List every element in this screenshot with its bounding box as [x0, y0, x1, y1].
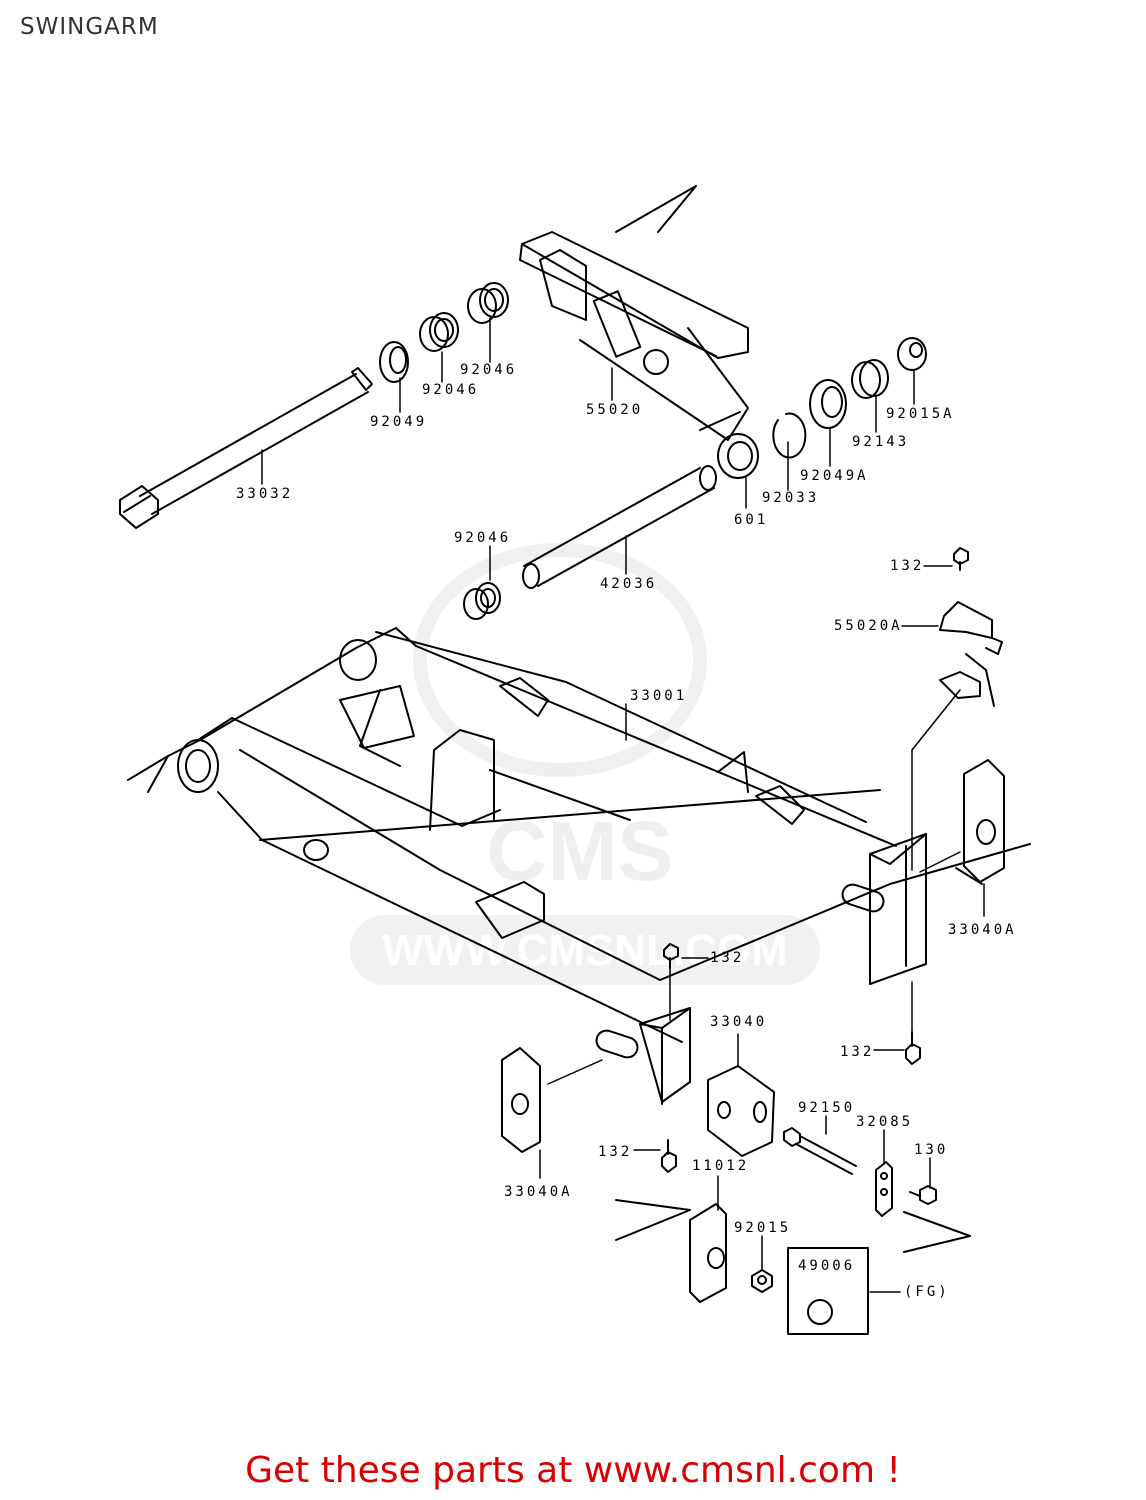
needle-bearing-3: [463, 582, 501, 620]
pivot-bolt: [119, 367, 373, 529]
label-33040A-left: 33040A: [504, 1184, 573, 1200]
swingarm-exploded-diagram: CMS WWW.CMSNL.COM: [119, 185, 1031, 1335]
label-55020: 55020: [586, 402, 643, 418]
label-92046-a: 92046: [422, 382, 479, 398]
label-49006: 49006: [798, 1258, 855, 1274]
label-32085: 32085: [856, 1114, 913, 1130]
footer-promo: Get these parts at www.cmsnl.com !: [245, 1450, 901, 1491]
thrust-collar: [851, 359, 889, 399]
ball-bearing: [717, 433, 759, 479]
direction-arrow-top: [615, 185, 697, 233]
watermark-url: WWW.CMSNL.COM: [382, 926, 788, 975]
needle-bearing-2: [467, 282, 509, 324]
label-33040: 33040: [710, 1014, 767, 1030]
chain-adjuster: [707, 1065, 775, 1157]
circlip: [772, 412, 807, 459]
chain-adjuster-plate: [875, 1161, 893, 1217]
collar: [897, 337, 927, 371]
label-132-left: 132: [598, 1144, 632, 1160]
stopper: [689, 1203, 727, 1303]
swingarm: [177, 627, 1031, 1105]
label-130: 130: [914, 1142, 948, 1158]
label-92049: 92049: [370, 414, 427, 430]
leader-lines: [261, 317, 985, 1293]
label-33040A-right: 33040A: [948, 922, 1017, 938]
chain-guide-bracket: [939, 601, 1003, 707]
bolt-top: [953, 547, 969, 571]
direction-arrow-bottom-left: [615, 1199, 691, 1241]
label-92033: 92033: [762, 490, 819, 506]
bolt-mid: [663, 943, 679, 969]
label-92046-b: 92046: [460, 362, 517, 378]
label-92150: 92150: [798, 1100, 855, 1116]
adjuster-bolt: [783, 1127, 857, 1175]
bolt-right-lower: [905, 1031, 921, 1065]
part-labels: 33032 92049 92046 92046 55020 92015A 921…: [236, 362, 1017, 1300]
label-92049A: 92049A: [800, 468, 869, 484]
label-42036: 42036: [600, 576, 657, 592]
chain-slider: [519, 231, 749, 441]
direction-arrow-bottom-right: [903, 1211, 971, 1253]
sleeve: [522, 465, 717, 589]
seal-a: [809, 379, 847, 429]
label-132-top: 132: [890, 558, 924, 574]
bolt-left-lower: [661, 1139, 677, 1173]
label-11012: 11012: [692, 1158, 749, 1174]
label-601: 601: [734, 512, 768, 528]
needle-bearing-1: [419, 312, 459, 352]
label-33032: 33032: [236, 486, 293, 502]
seal: [379, 341, 409, 383]
label-92143: 92143: [852, 434, 909, 450]
label-92015: 92015: [734, 1220, 791, 1236]
adjuster-plate-left: [501, 1047, 541, 1153]
direction-arrow-left: [127, 739, 201, 793]
watermark-brand: CMS: [487, 804, 674, 898]
label-132-right: 132: [840, 1044, 874, 1060]
label-fg: (FG): [904, 1284, 950, 1300]
bolt-130: [909, 1185, 937, 1205]
label-132-mid: 132: [710, 950, 744, 966]
label-92015A: 92015A: [886, 406, 955, 422]
page-title: SWINGARM: [20, 14, 159, 40]
label-33001: 33001: [630, 688, 687, 704]
label-92046-c: 92046: [454, 530, 511, 546]
nut: [751, 1269, 773, 1293]
adjuster-plate-right: [955, 759, 1005, 885]
part-box-49006: [787, 1247, 869, 1335]
label-55020A: 55020A: [834, 618, 903, 634]
